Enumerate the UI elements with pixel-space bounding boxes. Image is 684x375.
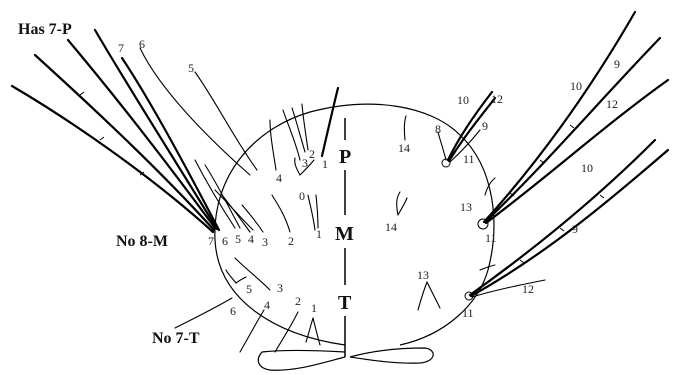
seta-left-mid-1 xyxy=(194,159,236,229)
seta-r8 xyxy=(437,131,447,161)
seta-t4 xyxy=(239,309,265,353)
seta-left-mid-2 xyxy=(204,164,241,229)
seta-p2 xyxy=(291,107,306,153)
label-t4: 4 xyxy=(264,298,270,312)
label-p1: 1 xyxy=(322,157,328,171)
seta-fr12b xyxy=(471,279,546,298)
label-t6: 6 xyxy=(230,304,236,318)
label-t3: 3 xyxy=(277,281,283,295)
seta-r-lower-small xyxy=(479,264,496,271)
seta-left-long-1 xyxy=(10,84,215,234)
label-fr12b: 12 xyxy=(522,282,534,296)
label-r14b: 14 xyxy=(385,220,397,234)
label-t1: 1 xyxy=(311,301,317,315)
seta-t3 xyxy=(234,257,271,291)
seta-fr12a xyxy=(484,78,670,225)
label-fr10a: 10 xyxy=(570,79,582,93)
label-t2: 2 xyxy=(295,294,301,308)
seta-spines xyxy=(79,91,605,264)
label-p4: 4 xyxy=(276,171,282,185)
segment-label-p: P xyxy=(339,146,351,168)
label-m5: 5 xyxy=(235,232,241,246)
seta-t2 xyxy=(274,311,299,353)
seta-r14-upper xyxy=(403,115,407,141)
label-r13b: 13 xyxy=(417,268,429,282)
lower-right-lobe xyxy=(349,347,434,364)
seta-p2b xyxy=(301,103,309,151)
label-m6: 6 xyxy=(222,234,228,248)
seta-r9a xyxy=(449,129,481,163)
alveolus-m11 xyxy=(477,218,489,230)
label-r12a: 12 xyxy=(491,92,503,106)
label-r13a: 13 xyxy=(460,200,472,214)
seta-m1b xyxy=(315,194,319,229)
seta-m1a xyxy=(307,194,316,231)
seta-p3 xyxy=(282,109,301,161)
note-has-7p: Has 7-P xyxy=(18,21,72,38)
segment-label-m: M xyxy=(335,223,354,245)
segment-label-t: T xyxy=(338,292,352,314)
seta-p1 xyxy=(320,86,340,158)
label-left-5: 5 xyxy=(188,61,194,75)
seta-m2 xyxy=(271,194,291,233)
label-m2: 2 xyxy=(288,234,294,248)
label-p0: 0 xyxy=(299,189,305,203)
label-p2: 2 xyxy=(309,147,315,161)
note-no-8m: No 8-M xyxy=(116,233,168,250)
label-m1: 1 xyxy=(316,227,322,241)
body-outline xyxy=(214,103,495,346)
seta-left-long-2 xyxy=(33,53,216,232)
seta-left-long-4 xyxy=(93,28,219,231)
seta-t5 xyxy=(225,269,237,284)
seta-r14-lower xyxy=(396,191,401,216)
seta-fr10b xyxy=(468,138,657,297)
label-left-7: 7 xyxy=(118,41,124,55)
seta-fr10a xyxy=(482,10,637,224)
lower-left-lobe xyxy=(257,349,346,371)
seta-p5 xyxy=(194,71,258,171)
label-r8: 8 xyxy=(435,122,441,136)
label-r11a: 11 xyxy=(463,152,475,166)
seta-t6 xyxy=(174,297,233,329)
seta-p4 xyxy=(269,119,277,171)
label-r11b: 11 xyxy=(485,231,497,245)
label-m4: 4 xyxy=(248,232,254,246)
label-fr10b: 10 xyxy=(581,161,593,175)
label-left-6: 6 xyxy=(139,37,145,51)
seta-r14-lower-b xyxy=(397,197,408,216)
seta-r13-lower-b xyxy=(426,281,441,309)
seta-m3 xyxy=(241,204,264,233)
note-no-7t: No 7-T xyxy=(152,330,200,347)
seta-m4 xyxy=(221,194,251,233)
seta-fr9a xyxy=(483,36,662,224)
label-fr12: 12 xyxy=(606,97,618,111)
seta-r-mid-small xyxy=(484,177,496,196)
label-m3: 3 xyxy=(262,235,268,249)
label-fr9a: 9 xyxy=(614,57,620,71)
label-p3: 3 xyxy=(302,156,308,170)
seta-p0a xyxy=(294,157,301,176)
seta-r10a xyxy=(446,90,494,162)
label-m7: 7 xyxy=(208,234,214,248)
label-r10a: 10 xyxy=(457,93,469,107)
label-t5: 5 xyxy=(246,282,252,296)
seta-t1a xyxy=(312,317,321,346)
label-fr9b: 9 xyxy=(572,222,578,236)
seta-fr9b xyxy=(469,148,670,298)
seta-t5b xyxy=(235,276,247,284)
seta-t1b xyxy=(305,317,314,343)
seta-p6 xyxy=(139,47,251,176)
label-r11c: 11 xyxy=(462,306,474,320)
label-r9a: 9 xyxy=(482,119,488,133)
seta-left-long-3 xyxy=(66,38,217,230)
seta-left-long-5 xyxy=(120,56,221,232)
seta-p0b xyxy=(299,159,315,176)
seta-r12a xyxy=(447,96,497,163)
label-r14a: 14 xyxy=(398,141,410,155)
seta-r13-lower-a xyxy=(417,281,428,311)
